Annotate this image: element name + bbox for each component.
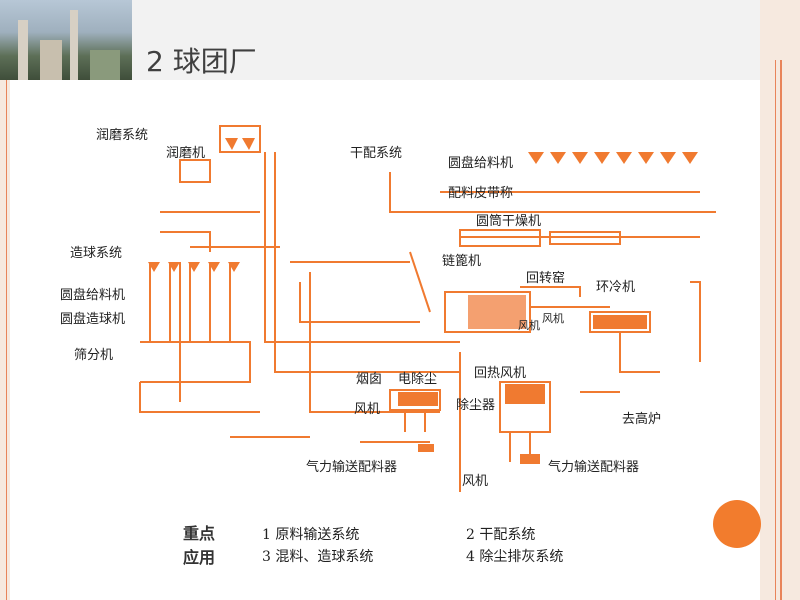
- label-pneumatic-left: 气力输送配料器: [306, 460, 398, 475]
- label-chimney: 烟囱: [356, 372, 383, 387]
- factory-photo: [0, 0, 132, 80]
- right-line: [780, 60, 782, 600]
- item-1: 1 原料输送系统: [262, 527, 360, 543]
- label-fan-bottom: 风机: [462, 474, 489, 489]
- item-3: 3 混料、造球系统: [262, 549, 374, 565]
- left-line: [6, 80, 7, 600]
- accent-circle: [713, 500, 761, 548]
- label-runmo-machine: 润磨机: [166, 146, 206, 161]
- label-disc-feeder-top: 圆盘给料机: [448, 156, 514, 171]
- label-dust-collector: 除尘器: [456, 398, 496, 413]
- label-pneumatic-right: 气力输送配料器: [548, 460, 640, 475]
- label-annular-cooler: 环冷机: [596, 280, 636, 295]
- process-diagram: 润磨系统 润磨机 干配系统 圆盘给料机 配料皮带称 圆筒干燥机 造球系统 圆盘给…: [60, 112, 760, 494]
- label-grate: 链篦机: [442, 254, 482, 269]
- label-belt-scale: 配料皮带称: [448, 186, 514, 201]
- label-fan-b: 风机: [542, 312, 564, 325]
- label-fan-left: 风机: [354, 402, 381, 417]
- label-screen: 筛分机: [74, 348, 114, 363]
- right-line-thin: [775, 60, 776, 600]
- item-4: 4 除尘排灰系统: [466, 549, 564, 565]
- label-disc-feeder-left: 圆盘给料机: [60, 288, 126, 303]
- label-disc-pelletizer: 圆盘造球机: [60, 312, 126, 327]
- label-drum-dryer: 圆筒干燥机: [476, 214, 542, 229]
- label-rotary-kiln: 回转窑: [526, 271, 566, 286]
- label-runmo-system: 润磨系统: [96, 128, 149, 143]
- label-reheat-fan: 回热风机: [474, 366, 527, 381]
- label-to-blast-furnace: 去高炉: [622, 412, 662, 427]
- left-border: [0, 80, 10, 600]
- heading-line-2: 应用: [183, 548, 216, 567]
- label-ganpei-system: 干配系统: [350, 146, 403, 161]
- label-esp: 电除尘: [398, 372, 438, 387]
- slide-title: 2 球团厂: [146, 45, 257, 78]
- label-fan-a: 风机: [518, 319, 540, 332]
- item-2: 2 干配系统: [466, 527, 536, 543]
- heading-line-1: 重点: [183, 524, 216, 543]
- process-flow-svg: [139, 125, 760, 492]
- label-pelletizing-system: 造球系统: [70, 246, 123, 261]
